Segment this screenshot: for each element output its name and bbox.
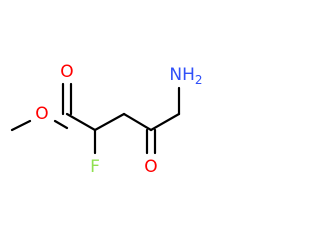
ester-carbonyl-oxygen-label: O (60, 62, 73, 82)
bond-ester-oxygen-carbonyl-carbon (53, 119, 69, 130)
ketone-oxygen-label: O (144, 157, 157, 177)
bonds (10, 82, 181, 155)
amine-subscript: 2 (195, 73, 203, 87)
amine-symbol: NH (169, 65, 195, 85)
fluorine-label: F (90, 157, 100, 177)
bond-methyl-ester-oxygen (10, 119, 32, 132)
bond-c3-c4 (122, 112, 153, 132)
bond-c2-c3 (93, 112, 126, 132)
amine-label: NH2 (169, 65, 202, 87)
ester-oxygen-label: O (35, 104, 48, 124)
bond-c4-c5 (149, 112, 181, 132)
bond-carbonyl-carbon-c2 (65, 112, 97, 132)
molecular-structure: O O F O NH2 (10, 62, 203, 177)
atom-labels: O O F O NH2 (35, 62, 202, 177)
